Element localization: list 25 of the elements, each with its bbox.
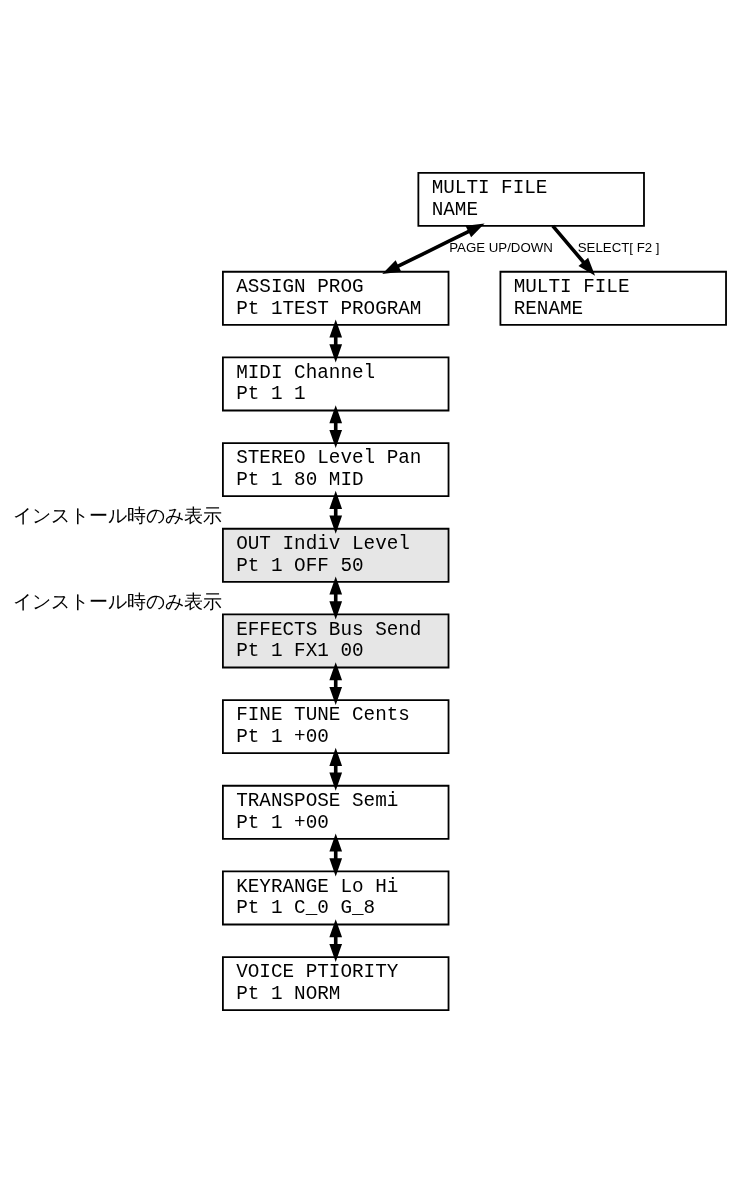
edge-label: SELECT[ F2 ]: [577, 239, 660, 255]
arrow: [329, 490, 343, 534]
node-box: EFFECTS Bus Send Pt 1 FX1 00: [222, 613, 450, 668]
arrow: [329, 918, 343, 962]
arrow: [329, 661, 343, 705]
node-box: KEYRANGE Lo Hi Pt 1 C_0 G_8: [222, 870, 450, 925]
arrow: [551, 224, 596, 276]
node-box: MULTI FILE NAME: [417, 171, 645, 227]
node-label: インストール時のみ表示: [13, 505, 223, 528]
arrow: [329, 832, 343, 876]
node-box: VOICE PTIORITY Pt 1 NORM: [222, 955, 450, 1011]
edge-label: PAGE UP/DOWN: [449, 239, 553, 255]
node-box: ASSIGN PROG Pt 1TEST PROGRAM: [222, 270, 450, 326]
node-box: OUT Indiv Level Pt 1 OFF 50: [222, 527, 450, 583]
arrow: [329, 575, 343, 619]
node-label: インストール時のみ表示: [13, 591, 223, 614]
arrow: [329, 318, 343, 362]
node-box: STEREO Level Pan Pt 1 80 MID: [222, 441, 450, 497]
node-box: FINE TUNE Cents Pt 1 +00: [222, 698, 450, 754]
node-box: MULTI FILE RENAME: [499, 270, 727, 326]
node-box: TRANSPOSE Semi Pt 1 +00: [222, 784, 450, 840]
arrow: [382, 223, 485, 274]
arrow: [329, 747, 343, 791]
node-box: MIDI Channel Pt 1 1: [222, 356, 450, 411]
arrow: [329, 404, 343, 448]
